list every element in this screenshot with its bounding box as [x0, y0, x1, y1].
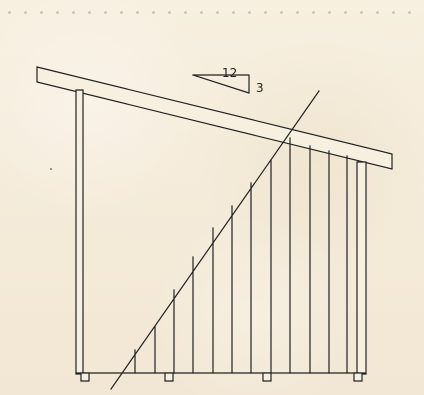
pitch-run-label: 12: [222, 66, 237, 80]
pitch-symbol: [193, 75, 249, 93]
wall-studs: [135, 138, 347, 373]
pitch-rise-label: 3: [256, 81, 264, 95]
floor-blocks: [81, 373, 362, 381]
right-end-post: [357, 162, 366, 374]
small-mark: [50, 168, 52, 170]
roof-rafter: [37, 67, 392, 169]
diagonal-guide-line: [111, 91, 319, 389]
left-end-post: [76, 90, 83, 374]
